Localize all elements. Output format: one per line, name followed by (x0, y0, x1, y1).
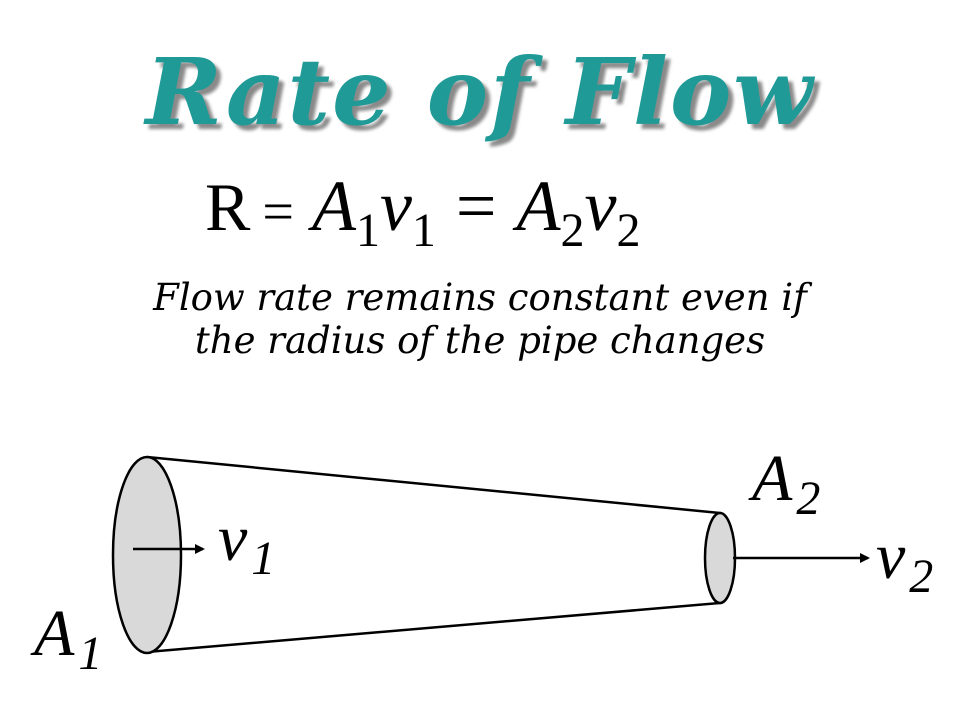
equation-velocity-2: v (584, 166, 617, 246)
equation-area-2-sub: 2 (560, 204, 585, 257)
equation-area-1: A (311, 166, 356, 246)
equation-area-1-sub: 1 (355, 204, 380, 257)
equation-lhs: R (205, 169, 251, 245)
inlet-cross-section (111, 455, 183, 655)
label-a1: A1 (30, 597, 102, 680)
slide-title: Rate of Flow (145, 38, 815, 146)
caption-line-2: the radius of the pipe changes (194, 319, 766, 362)
equation-equals-1: = (262, 181, 294, 243)
equation-velocity-2-sub: 2 (616, 204, 641, 257)
caption: Flow rate remains constant even if the r… (0, 276, 960, 362)
equation-velocity-1: v (379, 166, 412, 246)
flow-rate-equation: R=A1v1=A2v2 (205, 165, 641, 257)
caption-line-1: Flow rate remains constant even if (153, 276, 807, 319)
equation-area-2: A (516, 166, 561, 246)
label-a2: A2 (748, 442, 820, 525)
outlet-cross-section (703, 511, 737, 605)
label-v2: v2 (876, 520, 933, 603)
equation-velocity-1-sub: 1 (411, 204, 436, 257)
equation-equals-2: = (455, 166, 497, 246)
label-v1: v1 (218, 502, 275, 585)
